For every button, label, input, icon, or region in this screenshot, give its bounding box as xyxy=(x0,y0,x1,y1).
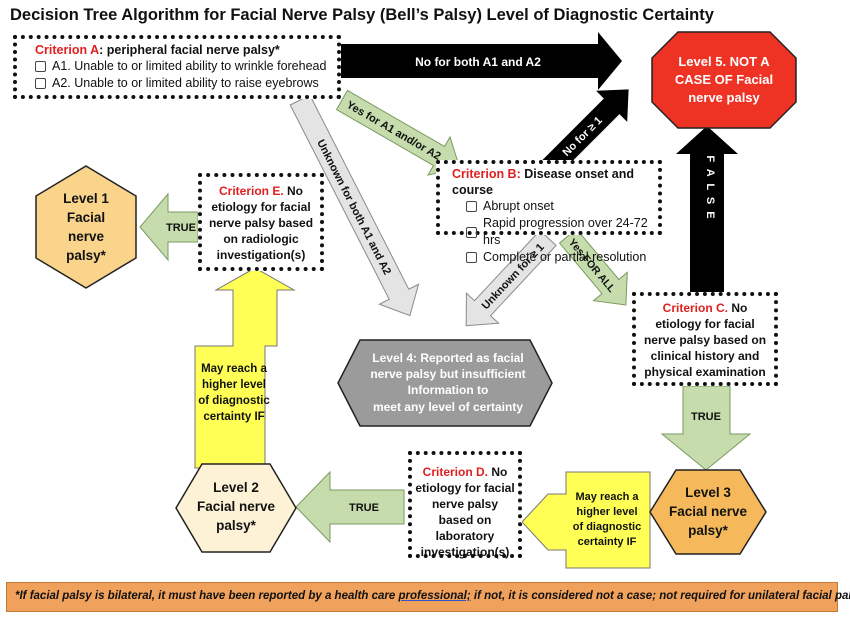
may-reach-left-line4: certainty IF xyxy=(203,411,264,423)
arrow-yes-a-label: Yes for A1 and/or A2 xyxy=(344,99,442,163)
page-title: Decision Tree Algorithm for Facial Nerve… xyxy=(10,6,714,24)
checkbox-a1[interactable] xyxy=(35,61,46,72)
level3-line2: Facial nerve xyxy=(669,504,748,519)
level2-line3: palsy* xyxy=(216,518,257,533)
arrow-may-reach-right xyxy=(521,471,651,569)
criterion-c-text: for facial nerve palsy based on clinical… xyxy=(643,317,767,379)
criterion-d-label: Criterion D. xyxy=(422,465,488,479)
criterion-a2-text: A2. Unable to or limited ability to rais… xyxy=(52,76,319,90)
may-reach-right-line1: May reach a xyxy=(576,491,640,503)
checkbox-b2[interactable] xyxy=(466,226,477,238)
criterion-d-text-line1: No xyxy=(488,465,508,479)
level1-line2: Facial xyxy=(67,210,105,225)
criterion-e-label: Criterion E. xyxy=(218,184,284,198)
level1-line1: Level 1 xyxy=(63,191,109,206)
arrow-no-both-label: No for both A1 and A2 xyxy=(415,55,541,69)
criterion-b-option-2[interactable]: Rapid progression over 24-72 hrs xyxy=(452,215,652,249)
level1-line4: palsy* xyxy=(66,248,107,263)
criterion-b-option-1-text: Abrupt onset xyxy=(483,199,554,213)
criterion-d-text: etiology for facial nerve palsy based on… xyxy=(415,481,515,559)
arrow-false xyxy=(676,126,738,292)
level3-line1: Level 3 xyxy=(685,485,731,500)
criterion-b-label: Criterion B: xyxy=(452,167,521,181)
level4-line1: Level 4: Reported as facial xyxy=(372,351,523,365)
criterion-a2-option[interactable]: A2. Unable to or limited ability to rais… xyxy=(35,75,331,92)
level4-node xyxy=(337,339,553,427)
level1-line3: nerve xyxy=(68,229,105,244)
criterion-d-box: Criterion D. No etiology for facial nerv… xyxy=(408,451,522,559)
arrow-no-both xyxy=(340,32,622,90)
level3-node xyxy=(649,469,767,555)
arrow-may-reach-left xyxy=(194,267,296,469)
footnote-part1: *If facial palsy is bilateral, it must h… xyxy=(15,590,399,602)
criterion-a-text: : peripheral facial nerve palsy* xyxy=(99,43,280,57)
level4-line4: meet any level of certainty xyxy=(373,400,523,414)
criterion-c-text-line1: No etiology xyxy=(655,301,748,331)
criterion-b-option-3[interactable]: Complete or partial resolution xyxy=(452,249,652,266)
checkbox-a2[interactable] xyxy=(35,78,46,89)
level5-line3: nerve palsy xyxy=(688,90,760,105)
level4-line2: nerve palsy but insufficient xyxy=(370,367,525,381)
criterion-b-text: Disease onset and course xyxy=(452,167,634,197)
level5-node xyxy=(651,31,797,129)
footnote-professional: professional; xyxy=(398,590,471,602)
may-reach-right-line2: higher level xyxy=(576,506,637,518)
footnote-bar: *If facial palsy is bilateral, it must h… xyxy=(6,582,850,612)
arrow-true-e xyxy=(139,192,199,262)
criterion-b-box: Criterion B: Disease onset and course Ab… xyxy=(436,160,662,264)
footnote-part2: if not, it is considered not a case; not… xyxy=(470,590,850,602)
arrow-false-label: F A L S E xyxy=(704,155,716,220)
criterion-a-label: Criterion A xyxy=(35,43,100,57)
level3-line3: palsy* xyxy=(688,523,729,538)
arrow-true-c xyxy=(660,385,752,471)
criterion-e-text: etiology for facial nerve palsy based on… xyxy=(208,200,314,262)
level2-line2: Facial nerve xyxy=(197,499,276,514)
criterion-b-option-2-text: Rapid progression over 24-72 hrs xyxy=(483,216,648,247)
criterion-b-option-3-text: Complete or partial resolution xyxy=(483,250,647,264)
level1-node xyxy=(35,165,137,289)
may-reach-right-line3: of diagnostic xyxy=(573,521,641,533)
criterion-b-option-1[interactable]: Abrupt onset xyxy=(452,198,652,215)
may-reach-left-line1: May reach a xyxy=(201,363,267,375)
arrow-true-c-label: TRUE xyxy=(691,411,721,423)
criterion-e-box: Criterion E. No etiology for facial nerv… xyxy=(198,173,324,271)
criterion-c-label: Criterion C. xyxy=(662,301,728,315)
may-reach-left-line3: of diagnostic xyxy=(198,395,270,407)
arrow-true-d xyxy=(295,470,405,544)
may-reach-right-line4: certainty IF xyxy=(578,536,637,548)
arrow-unknown-both-label: Unknown for both A1 and A2 xyxy=(314,138,393,277)
flowchart-canvas: No for both A1 and A2 Yes for A1 and/or … xyxy=(35,31,797,569)
criterion-a-box: Criterion A: peripheral facial nerve pal… xyxy=(13,35,341,99)
arrow-true-d-label: TRUE xyxy=(349,502,379,514)
criterion-e-text-line1: No xyxy=(283,184,304,198)
arrow-true-e-label: TRUE xyxy=(166,222,196,234)
criterion-a1-option[interactable]: A1. Unable to or limited ability to wrin… xyxy=(35,58,331,75)
level2-line1: Level 2 xyxy=(213,480,259,495)
checkbox-b1[interactable] xyxy=(466,201,477,212)
level5-line2: CASE OF Facial xyxy=(675,72,773,87)
level4-line3: Information to xyxy=(408,383,489,397)
checkbox-b3[interactable] xyxy=(466,252,477,263)
criterion-a1-text: A1. Unable to or limited ability to wrin… xyxy=(52,59,327,73)
may-reach-left-line2: higher level xyxy=(202,379,266,391)
level5-line1: Level 5. NOT A xyxy=(678,54,770,69)
criterion-c-box: Criterion C. No etiology for facial nerv… xyxy=(632,292,778,386)
level2-node xyxy=(175,463,297,553)
